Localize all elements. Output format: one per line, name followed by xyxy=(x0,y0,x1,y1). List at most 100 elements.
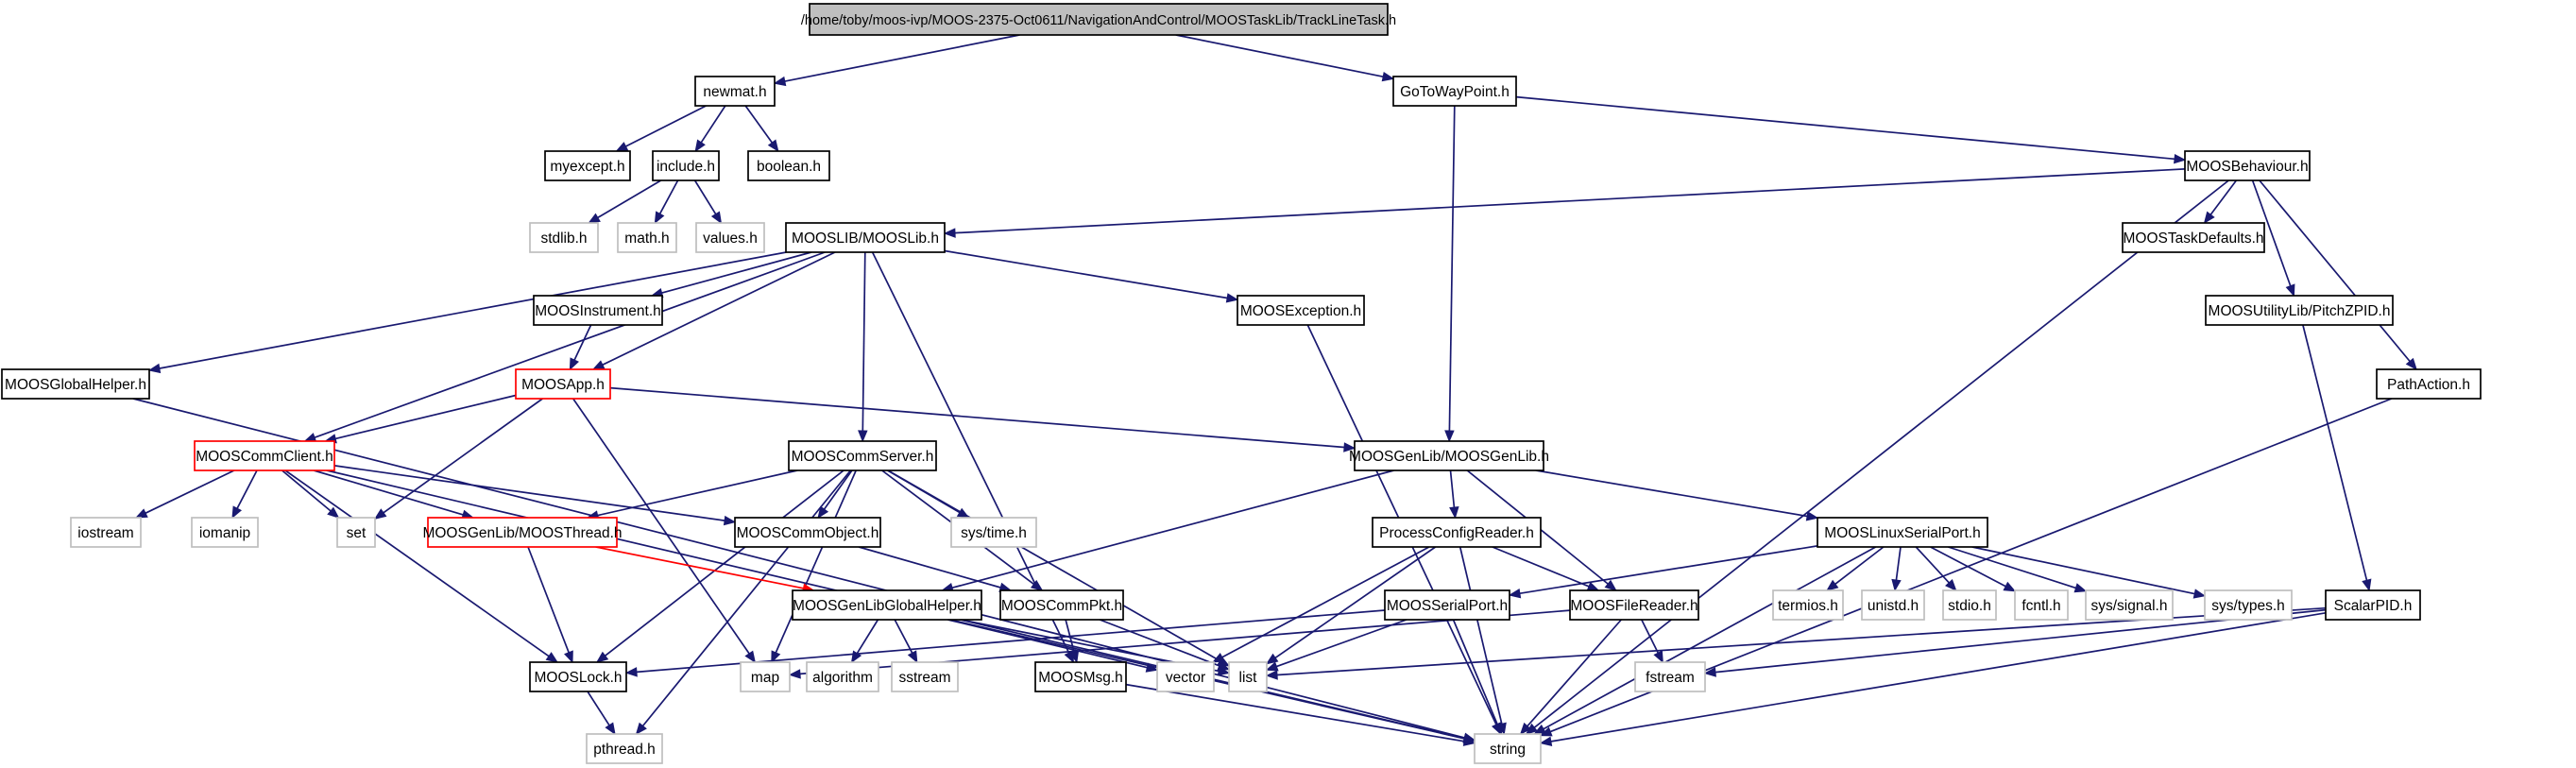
edge-line xyxy=(159,251,787,369)
node-label: MOOSMsg.h xyxy=(1038,670,1123,686)
node-label: boolean.h xyxy=(757,159,821,175)
edge-moosgenlib-to-processconfigreader xyxy=(1449,469,1459,520)
edge-arrowhead xyxy=(147,363,162,374)
node-label: stdio.h xyxy=(1948,598,1991,614)
node-box xyxy=(1817,517,1988,548)
edge-moosinstrument-to-moosapp xyxy=(569,324,592,371)
edge-line xyxy=(1930,546,2006,588)
edge-moosbehaviour-to-pathaction xyxy=(2259,179,2417,371)
edge-arrowhead xyxy=(595,651,609,663)
edge-mooslinuxserialport-to-syssignal xyxy=(1948,546,2088,593)
node-moosexception[interactable]: MOOSException.h xyxy=(1237,295,1365,326)
edge-mooscommserver-to-mooscommobject xyxy=(817,469,853,520)
node-label: values.h xyxy=(703,230,758,247)
edge-line xyxy=(1971,546,2195,595)
edge-line xyxy=(947,619,1148,669)
edge-moosgenlib-to-mooslinuxserialport xyxy=(1535,469,1819,521)
edge-line xyxy=(1221,546,1430,658)
node-root[interactable]: /home/toby/moos-ivp/MOOS-2375-Oct0611/Na… xyxy=(801,3,1396,36)
node-gotowaypoint[interactable]: GoToWayPoint.h xyxy=(1392,76,1517,107)
node-mooslock[interactable]: MOOSLock.h xyxy=(529,661,627,692)
edge-arrowhead xyxy=(744,650,757,664)
node-moosglobalhelper[interactable]: MOOSGlobalHelper.h xyxy=(1,368,150,400)
edge-line xyxy=(1641,619,1660,654)
edge-line xyxy=(1550,611,2327,742)
node-moosbehaviour[interactable]: MOOSBehaviour.h xyxy=(2184,150,2311,181)
node-boolean[interactable]: boolean.h xyxy=(747,150,830,181)
node-moosgenlib[interactable]: MOOSGenLib/MOOSGenLib.h xyxy=(1349,440,1549,471)
edge-line xyxy=(894,619,913,654)
edge-line xyxy=(641,469,852,727)
edge-line xyxy=(1915,546,1950,584)
edge-processconfigreader-to-list xyxy=(1265,546,1437,665)
edge-line xyxy=(1125,683,1465,742)
node-label: sstream xyxy=(898,670,950,686)
node-newmat[interactable]: newmat.h xyxy=(694,76,776,107)
node-include[interactable]: include.h xyxy=(652,150,720,181)
node-label: PathAction.h xyxy=(2387,377,2470,393)
node-myexcept[interactable]: myexcept.h xyxy=(544,150,631,181)
node-mooslib[interactable]: MOOSLIB/MOOSLib.h xyxy=(785,222,946,253)
node-mooslinuxserialport[interactable]: MOOSLinuxSerialPort.h xyxy=(1817,517,1988,548)
node-box xyxy=(70,517,142,548)
edge-line xyxy=(784,34,1020,82)
node-mooscommobject[interactable]: MOOSCommObject.h xyxy=(734,517,881,548)
node-box xyxy=(792,589,982,621)
node-label: math.h xyxy=(624,230,669,247)
edge-arrowhead xyxy=(788,669,801,679)
node-moosmsg[interactable]: MOOSMsg.h xyxy=(1034,661,1127,692)
edge-mooscommserver-to-map xyxy=(771,469,857,664)
node-label: iomanip xyxy=(199,525,250,541)
node-mooscommserver[interactable]: MOOSCommServer.h xyxy=(788,440,937,471)
edge-arrowhead xyxy=(710,211,723,225)
edge-moosgenlibglobalhelper-to-sstream xyxy=(894,619,918,664)
edge-arrowhead xyxy=(694,139,706,153)
node-box xyxy=(785,222,946,253)
node-box xyxy=(2205,295,2394,326)
node-moosinstrument[interactable]: MOOSInstrument.h xyxy=(533,295,663,326)
edge-include-to-math xyxy=(654,179,679,225)
edge-arrowhead xyxy=(2362,578,2372,592)
node-moosserialport[interactable]: MOOSSerialPort.h xyxy=(1384,589,1510,621)
edge-moosapp-to-moosgenlib xyxy=(609,386,1356,452)
edge-newmat-to-boolean xyxy=(744,105,779,153)
edge-arrowhead xyxy=(2073,583,2088,593)
edge-arrowhead xyxy=(373,508,387,520)
edge-line xyxy=(236,469,258,509)
node-box xyxy=(1228,661,1268,692)
node-mooscommclient[interactable]: MOOSCommClient.h xyxy=(194,440,335,471)
node-algorithm: algorithm xyxy=(806,661,879,692)
node-moosthread[interactable]: MOOSGenLib/MOOSThread.h xyxy=(422,517,623,548)
edge-newmat-to-myexcept xyxy=(615,105,707,152)
edge-mooslock-to-pthread xyxy=(587,691,616,736)
node-moosapp[interactable]: MOOSApp.h xyxy=(515,368,611,400)
edge-line xyxy=(587,691,610,726)
edge-line xyxy=(887,469,1220,662)
node-processconfigreader[interactable]: ProcessConfigReader.h xyxy=(1372,517,1542,548)
edge-arrowhead xyxy=(1068,650,1080,664)
node-pitchzpid[interactable]: MOOSUtilityLib/PitchZPID.h xyxy=(2205,295,2394,326)
edge-mooscommclient-to-set xyxy=(281,469,340,519)
node-label: map xyxy=(751,670,779,686)
node-box xyxy=(2204,589,2293,621)
edge-line xyxy=(1492,546,1590,588)
node-label: algorithm xyxy=(812,670,873,686)
node-pathaction[interactable]: PathAction.h xyxy=(2376,368,2482,400)
node-box xyxy=(529,661,627,692)
node-scalarpid[interactable]: ScalarPID.h xyxy=(2325,589,2421,621)
node-label: /home/toby/moos-ivp/MOOS-2375-Oct0611/Na… xyxy=(801,13,1396,28)
edge-arrowhead xyxy=(771,650,781,664)
node-moosgenlibglobalhelper[interactable]: MOOSGenLibGlobalHelper.h xyxy=(792,589,982,621)
edge-arrowhead xyxy=(1891,578,1902,592)
node-moostaskdefaults[interactable]: MOOSTaskDefaults.h xyxy=(2122,222,2265,253)
node-mooscommpkt[interactable]: MOOSCommPkt.h xyxy=(999,589,1124,621)
edge-line xyxy=(1274,546,1437,659)
edge-arrowhead xyxy=(1493,722,1503,736)
edge-arrowhead xyxy=(2192,589,2207,599)
node-stdlib: stdlib.h xyxy=(529,222,599,253)
node-box xyxy=(695,222,765,253)
node-box xyxy=(533,295,663,326)
node-moosfilereader[interactable]: MOOSFileReader.h xyxy=(1569,589,1699,621)
node-box xyxy=(734,517,881,548)
